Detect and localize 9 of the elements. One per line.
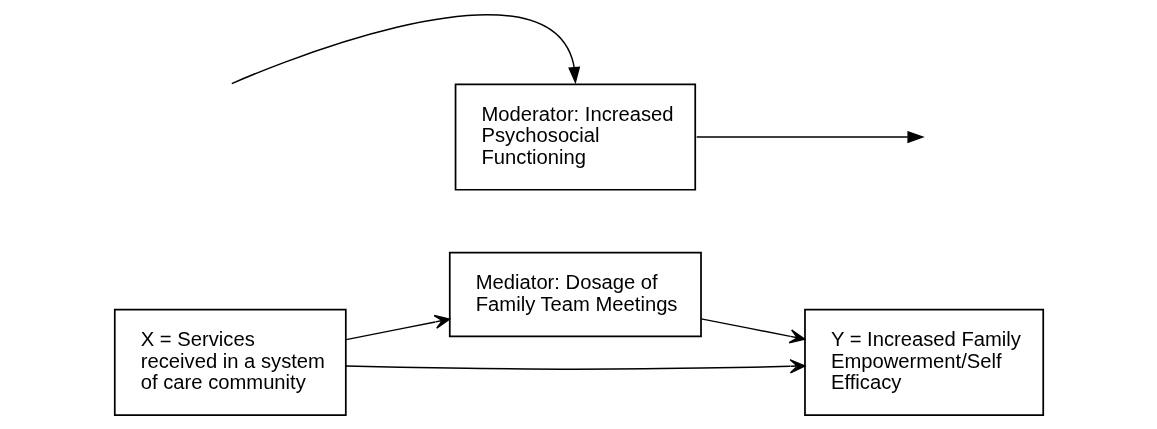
node-box: Mediator: Dosage of Family Team Meetings — [448, 251, 702, 338]
node-box: X = Services received in a system of care community — [113, 308, 347, 416]
node-box: Y = Increased Family Empowerment/Self Efficacy — [803, 308, 1044, 416]
arrow — [700, 318, 805, 344]
arrow — [344, 359, 805, 374]
arrow — [695, 131, 925, 144]
arrow — [344, 314, 450, 341]
node-box: Moderator: Increased Psychosocial Functioning — [454, 83, 696, 191]
arrow — [230, 14, 580, 85]
